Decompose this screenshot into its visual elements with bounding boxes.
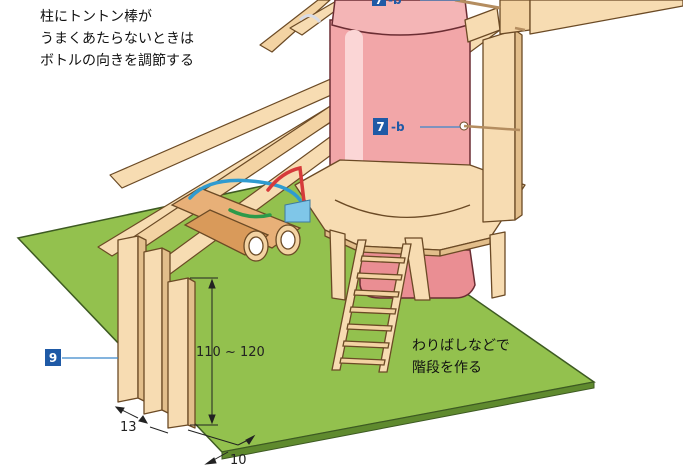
bottle-tip-line-1: 柱にトントン棒が [40,9,152,25]
depth-dimension-label: 13 [120,420,137,435]
marker-9-number: 9 [49,351,57,365]
dimension-lines [114,277,256,465]
bottle-tip-line-3: ボトルの向きを調節する [40,52,194,69]
ladder-tip-line-2: 階段を作る [412,360,482,376]
marker-7b-middle-number: 7 [376,120,384,134]
ladder [331,239,412,373]
bottle-tip-line-2: うまくあたらないときは [40,31,194,47]
marker-9: 9 [45,349,61,366]
frame-posts [329,0,683,301]
ladder-tip-line-1: わりばしなどで [412,338,510,354]
height-dimension-label: 110 ~ 120 [196,345,265,360]
axles [454,0,526,132]
ladder-tip-note: わりばしなどで 階段を作る [412,338,510,376]
leader-lines [62,0,460,359]
front-pillars [117,235,196,429]
marker-7b-top: 7 -b [372,0,402,7]
width-dimension-label: 10 [230,453,247,467]
wires [188,165,311,223]
marker-7b-top-number: 7 [375,0,383,7]
lying-tubes [170,187,302,262]
bottle-tip-note: 柱にトントン棒が うまくあたらないときは ボトルの向きを調節する [40,9,194,69]
marker-7b-top-suffix: -b [388,0,402,7]
marker-7b-middle-suffix: -b [391,120,405,134]
marker-7b-middle: 7 -b [373,118,405,135]
